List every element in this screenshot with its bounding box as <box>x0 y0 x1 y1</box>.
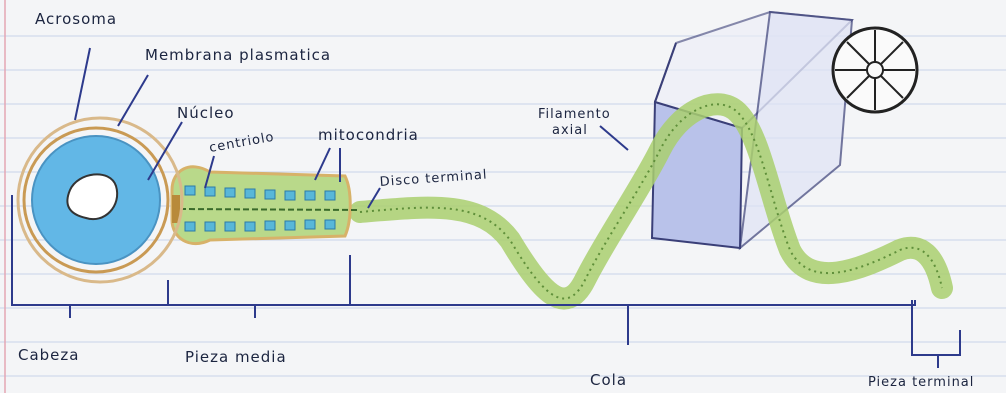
tail <box>360 104 942 298</box>
sperm-head <box>18 118 182 282</box>
label-filamento: Filamento <box>538 107 611 122</box>
label-membrana: Membrana plasmatica <box>145 46 331 64</box>
axoneme-wheel-icon <box>833 28 917 112</box>
label-pieza-terminal: Pieza terminal <box>868 375 974 390</box>
label-disco: Disco terminal <box>379 167 488 189</box>
label-pieza-media: Pieza media <box>185 348 287 366</box>
region-labels: Cabeza Pieza media Cola Pieza terminal <box>18 346 974 390</box>
label-acrosoma: Acrosoma <box>35 10 117 28</box>
label-axial: axial <box>552 123 588 138</box>
label-centriolo: centriolo <box>208 130 276 156</box>
label-mitocondria: mitocondria <box>318 126 419 144</box>
label-nucleo: Núcleo <box>177 104 235 122</box>
midpiece <box>172 167 360 244</box>
label-cola: Cola <box>590 371 627 389</box>
label-cabeza: Cabeza <box>18 346 79 364</box>
